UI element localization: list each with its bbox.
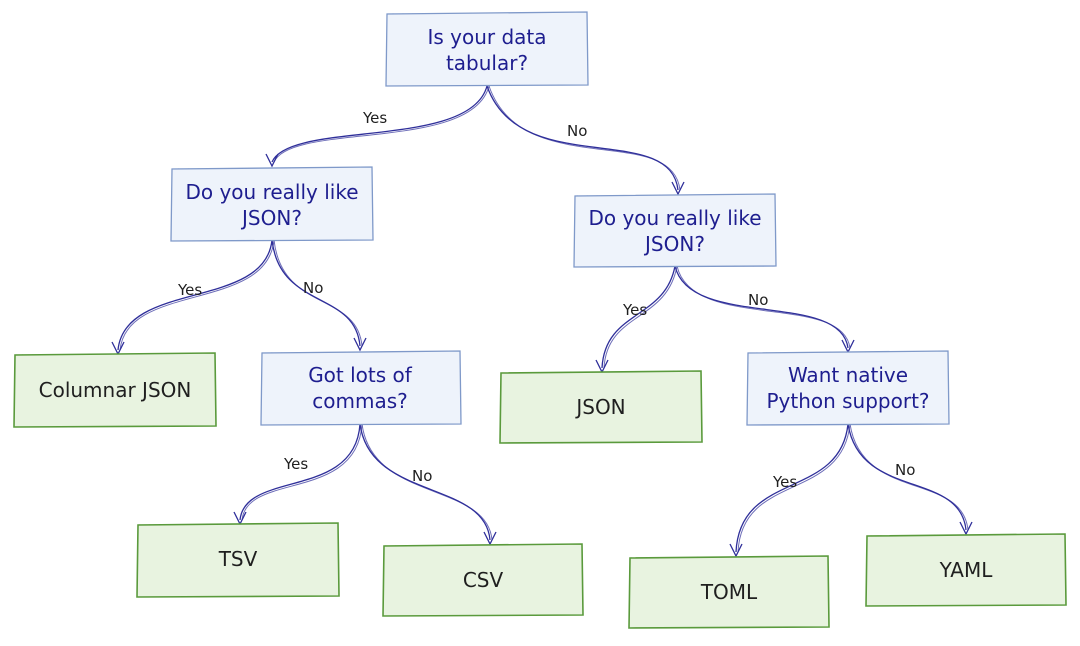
leaf-node-toml: TOML [628, 555, 830, 629]
leaf-node-json: JSON [499, 370, 703, 444]
question-label-line: Do you really like [185, 180, 358, 204]
edge-label-json-right-no: No [748, 291, 768, 309]
edge-commas-no [359, 423, 497, 546]
question-label-line: tabular? [446, 51, 528, 75]
question-label-line: Is your data [427, 25, 546, 49]
question-label-line: Python support? [766, 389, 929, 413]
edge-label-commas-yes: Yes [283, 455, 308, 473]
leaf-label: TSV [218, 547, 258, 571]
leaf-node-tsv: TSV [136, 522, 340, 598]
edge-label-json-left-no: No [303, 279, 323, 297]
question-node-tabular: Is your data tabular? [385, 11, 589, 87]
leaf-label: Columnar JSON [39, 378, 192, 402]
question-node-python: Want native Python support? [746, 350, 950, 426]
edge-json-right-yes [595, 265, 678, 374]
edge-json-left-no [271, 239, 367, 352]
edge-label-json-left-yes: Yes [177, 281, 202, 299]
question-label-line: Got lots of [308, 363, 413, 387]
edge-python-yes [729, 423, 851, 558]
leaf-label: CSV [463, 568, 504, 592]
question-label-line: JSON? [643, 232, 705, 256]
question-node-json-left: Do you really like JSON? [170, 166, 374, 242]
question-label-line: JSON? [240, 206, 302, 230]
leaf-node-columnar-json: Columnar JSON [13, 352, 217, 428]
edge-label-commas-no: No [412, 467, 432, 485]
edge-label-tabular-no: No [567, 122, 587, 140]
edge-tabular-no [486, 85, 685, 196]
edge-label-json-right-yes: Yes [622, 301, 647, 319]
edge-label-python-no: No [895, 461, 915, 479]
question-label-line: Want native [788, 363, 908, 387]
question-label-line: Do you really like [588, 206, 761, 230]
question-node-json-right: Do you really like JSON? [573, 193, 777, 268]
edge-python-no [847, 423, 973, 536]
question-node-commas: Got lots of commas? [260, 350, 462, 426]
question-label-line: commas? [312, 389, 408, 413]
edge-json-right-no [674, 265, 855, 354]
edge-commas-yes [233, 423, 363, 526]
leaf-label: TOML [700, 580, 758, 604]
edge-label-tabular-yes: Yes [362, 109, 387, 127]
leaf-label: JSON [574, 395, 625, 419]
edge-tabular-yes [265, 85, 490, 168]
leaf-node-yaml: YAML [865, 533, 1067, 607]
leaf-node-csv: CSV [382, 543, 584, 617]
edge-label-python-yes: Yes [772, 473, 797, 491]
leaf-label: YAML [939, 558, 994, 582]
